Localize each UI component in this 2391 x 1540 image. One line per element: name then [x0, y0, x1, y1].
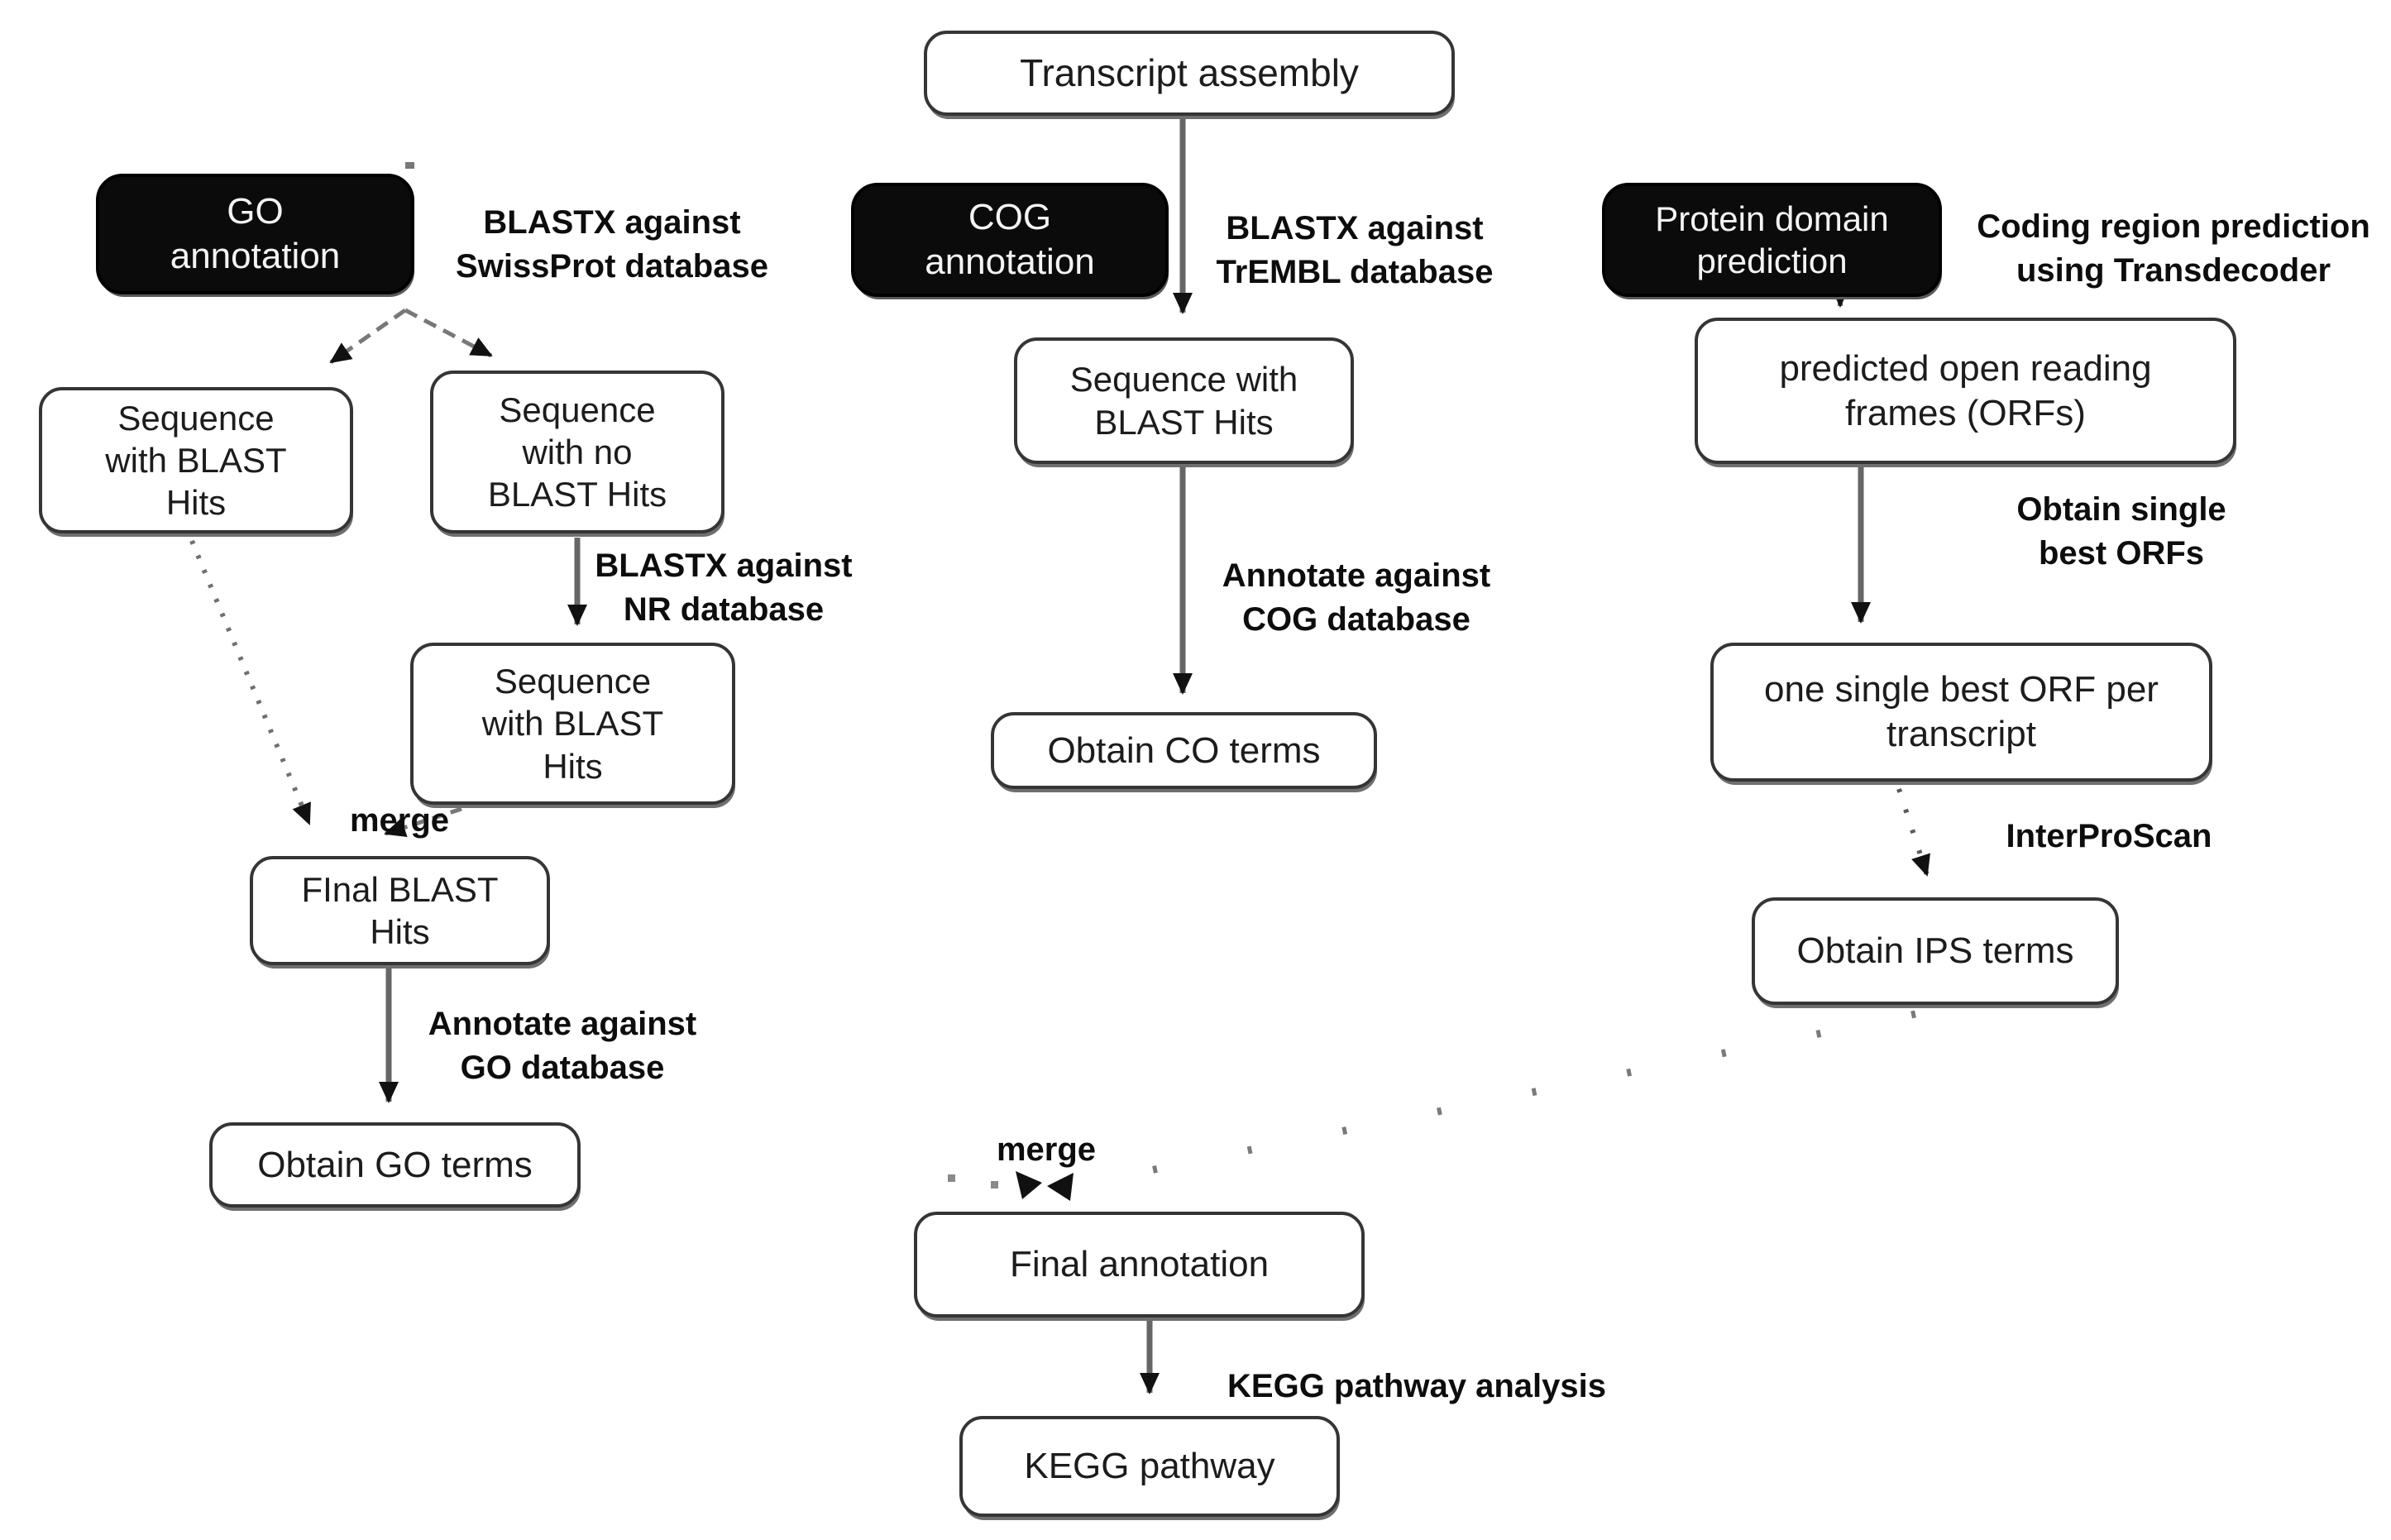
dotted-arrow-hits-to-merge	[189, 539, 312, 825]
node-obtain-go-terms: Obtain GO terms	[209, 1122, 581, 1208]
node-transcript-assembly: Transcript assembly	[924, 31, 1455, 116]
node-kegg-pathway: KEGG pathway	[959, 1416, 1340, 1517]
node-obtain-ips-terms: Obtain IPS terms	[1752, 897, 2119, 1005]
dashed-arrow-nrhits-to-merge	[384, 806, 462, 837]
merge-arrowhead-right	[1047, 1173, 1074, 1201]
dotted-arrow-bestorf-to-ips	[1896, 788, 1930, 877]
tick-mark	[405, 162, 414, 169]
edge-label-merge-bottom: merge	[996, 1131, 1097, 1168]
node-obtain-co-terms: Obtain CO terms	[991, 712, 1377, 789]
dotted-trail-ips-to-merge	[1073, 1010, 1916, 1190]
dotted-trail-fragment	[991, 1181, 998, 1188]
edge-label-interproscan: InterProScan	[2006, 818, 2212, 854]
dashed-arrow-swissprot-to-hits	[329, 308, 407, 365]
merge-arrowhead-left	[1016, 1171, 1042, 1199]
dashed-arrow-swissprot-to-nohits	[404, 308, 493, 358]
node-final-annotation: Final annotation	[914, 1212, 1365, 1318]
edge-label-merge-left: merge	[349, 802, 450, 839]
edge-label-kegg-analysis: KEGG pathway analysis	[1227, 1368, 1606, 1404]
dotted-trail-fragment	[948, 1174, 955, 1182]
